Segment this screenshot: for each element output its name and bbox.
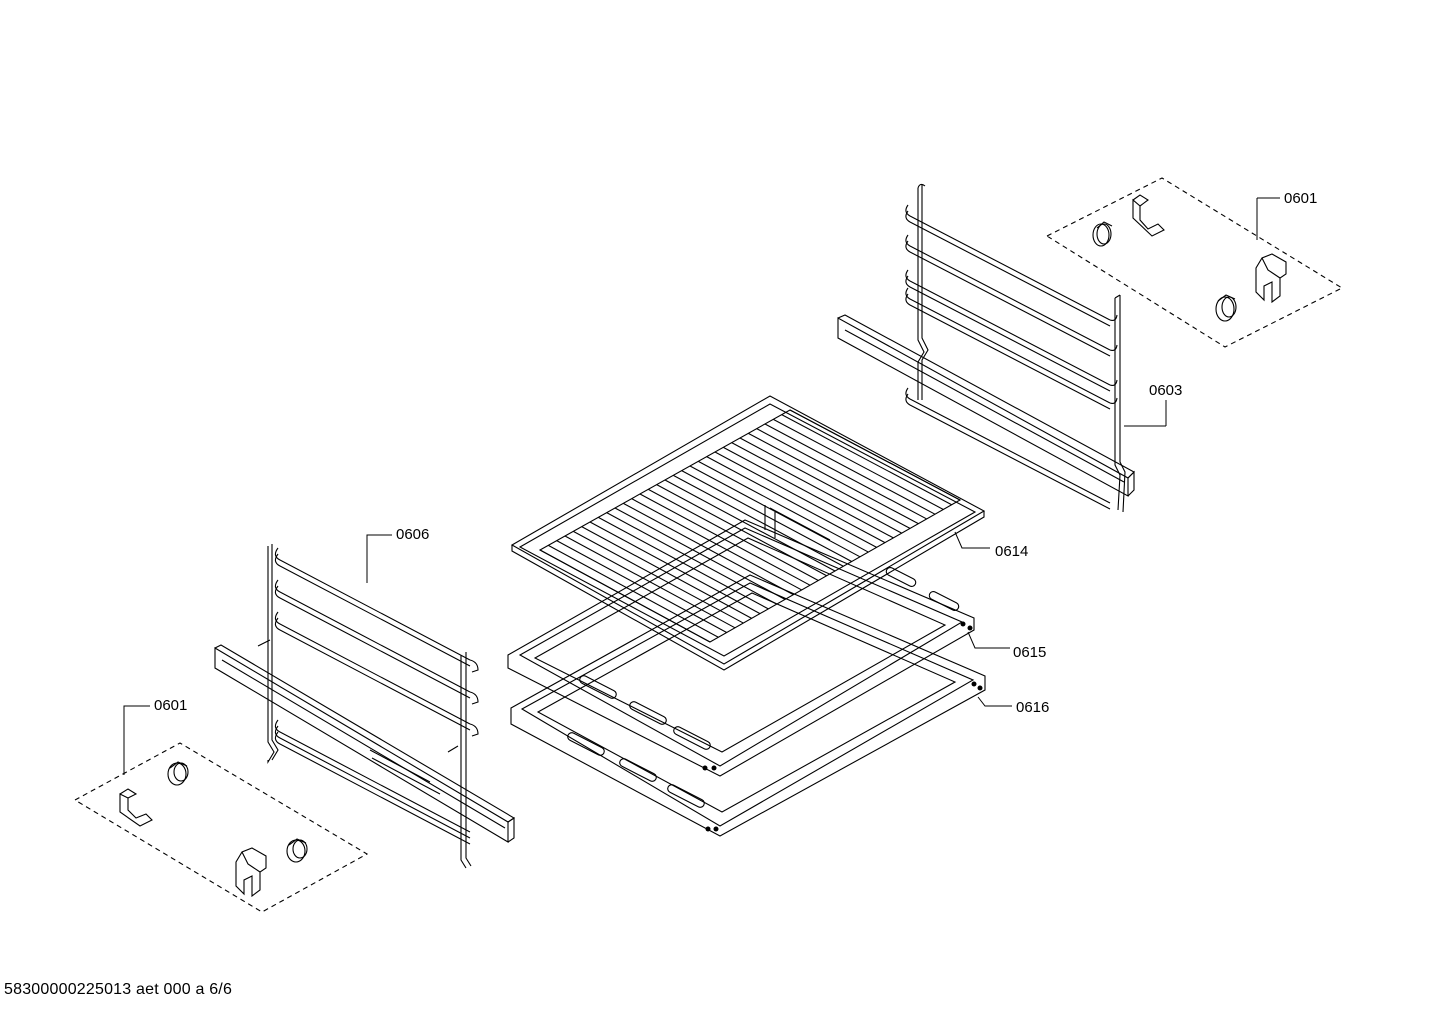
wire-shelf-frame-outer xyxy=(510,395,986,665)
shelf-wire-bar xyxy=(781,414,952,506)
rack-left-rail xyxy=(214,644,516,843)
shelf-wire-bar xyxy=(664,479,836,572)
callout-0601-top: 0601 xyxy=(1284,190,1317,207)
baking-tray-0616 xyxy=(510,574,986,837)
leader-0606 xyxy=(366,534,392,583)
kit-top-hook xyxy=(1255,253,1287,304)
shelf-wire-bar xyxy=(723,446,894,539)
document-id: 58300000225013 aet 000 a 6/6 xyxy=(4,981,233,998)
shelf-wire-bar xyxy=(698,460,869,553)
shelf-wire-bar xyxy=(789,409,961,501)
callout-0616: 0616 xyxy=(1016,699,1049,716)
kit-bottom-hook xyxy=(235,847,267,898)
baking-tray-0615 xyxy=(507,519,975,777)
callout-0603: 0603 xyxy=(1149,382,1182,399)
tray-0615-slots xyxy=(579,567,960,750)
shelf-wire-bar xyxy=(706,456,877,548)
shelf-wire-bar xyxy=(731,442,902,534)
accessory-kit-top xyxy=(1045,177,1344,348)
kit-top-nut-1 xyxy=(1092,221,1113,247)
wire-shelf-bars xyxy=(539,409,961,643)
shelf-wire-bar xyxy=(748,432,919,525)
callout-0601-bottom: 0601 xyxy=(154,697,187,714)
wire-shelf-frame-inner xyxy=(518,403,977,657)
kit-bottom-nut-2 xyxy=(286,838,308,863)
shelf-wire-bar xyxy=(673,474,844,567)
shelf-wire-bar xyxy=(756,428,927,520)
shelf-wire-bar xyxy=(689,465,861,558)
wire-shelf xyxy=(510,395,986,671)
kit-bottom-boundary xyxy=(73,742,369,913)
shelf-wire-bar xyxy=(764,423,936,515)
kit-top-nut-2 xyxy=(1215,294,1237,322)
shelf-wire-bar xyxy=(681,470,852,563)
rack-left-runners xyxy=(274,547,479,845)
callout-0615: 0615 xyxy=(1013,644,1046,661)
kit-bottom-clip xyxy=(119,788,153,827)
callout-0606: 0606 xyxy=(396,526,429,543)
rack-right-rail xyxy=(837,314,1135,497)
leader-0615 xyxy=(967,631,1010,649)
shelf-wire-bar xyxy=(739,437,911,529)
leader-0614 xyxy=(954,531,990,549)
kit-bottom-nut-1 xyxy=(167,761,189,786)
side-rack-right xyxy=(837,183,1135,513)
kit-top-clip-1 xyxy=(1132,194,1165,237)
leader-0601-bottom xyxy=(123,705,150,775)
tray-0616-slots xyxy=(567,732,705,808)
callout-0614: 0614 xyxy=(995,543,1028,560)
shelf-wire-bar xyxy=(773,418,944,510)
kit-top-boundary xyxy=(1045,177,1344,348)
shelf-wire-bar xyxy=(714,451,886,544)
side-rack-left xyxy=(214,544,516,869)
rack-right-runners xyxy=(905,204,1118,510)
accessory-kit-bottom xyxy=(73,742,369,913)
leader-0616 xyxy=(977,696,1012,707)
